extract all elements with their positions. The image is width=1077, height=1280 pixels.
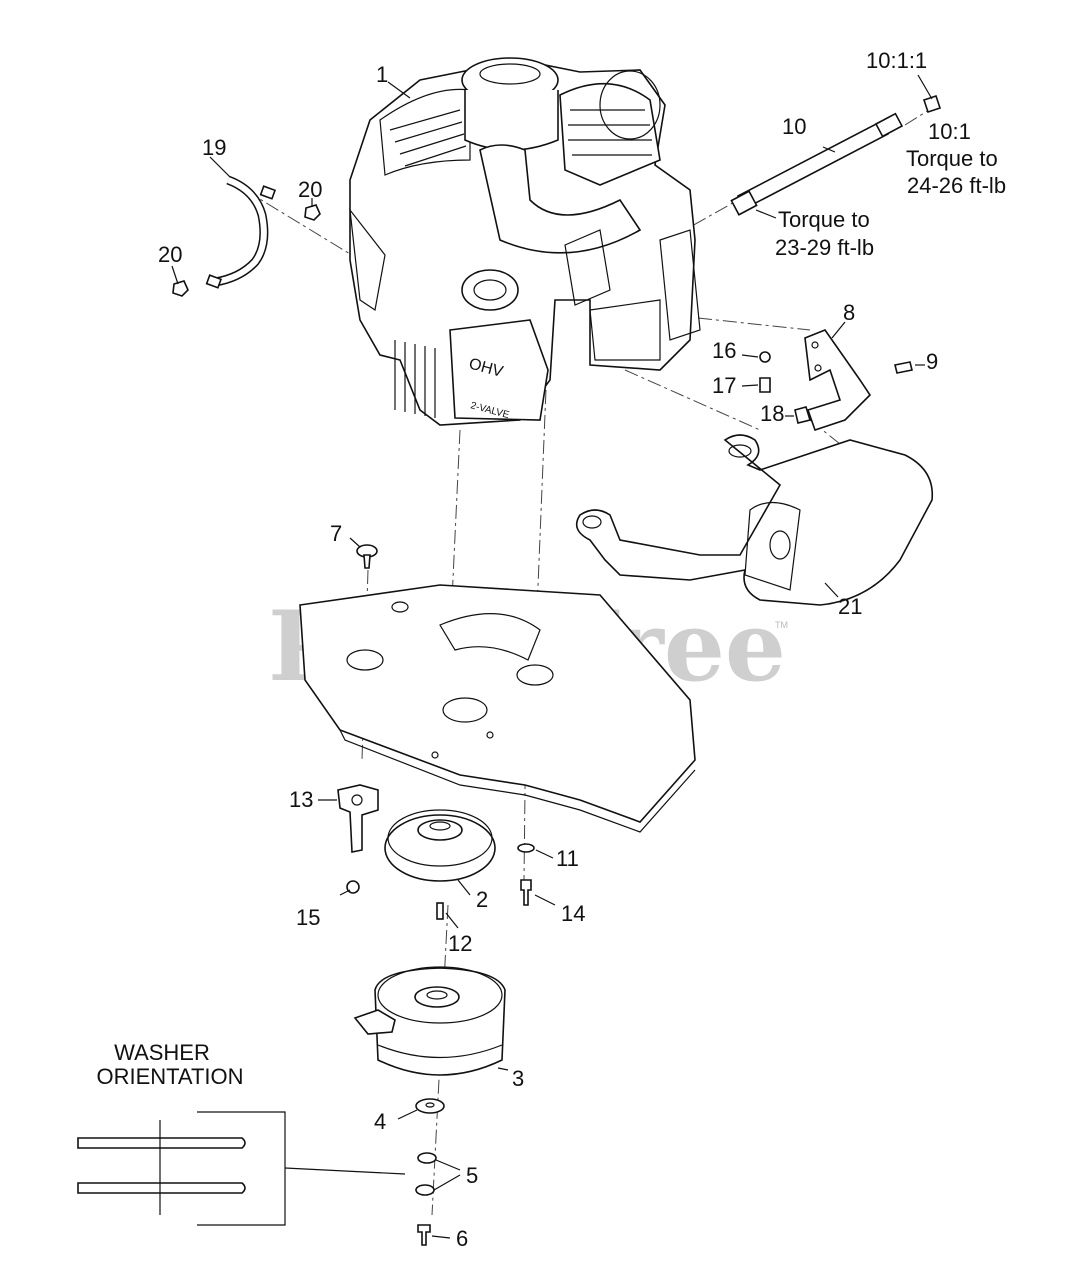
callout-20-upper: 20 xyxy=(298,177,322,202)
hose-clamp-upper xyxy=(304,204,321,221)
callout-10-1: 10:1 xyxy=(928,119,971,144)
fuel-line xyxy=(205,175,277,289)
callout-16: 16 xyxy=(712,338,736,363)
clutch-stop-bracket xyxy=(337,784,379,853)
nut-16 xyxy=(759,351,771,363)
callout-6: 6 xyxy=(456,1226,468,1251)
pto-clutch xyxy=(353,966,506,1076)
washer-orientation-title-line1: WASHER xyxy=(114,1040,210,1065)
bolt-14 xyxy=(520,879,532,906)
hose-clamp-lower xyxy=(172,280,189,297)
engine-deck xyxy=(299,584,696,833)
torque-notes: Torque to 24-26 ft-lb Torque to 23-29 ft… xyxy=(775,146,1006,260)
exhaust-tube xyxy=(730,94,942,216)
callout-15: 15 xyxy=(296,905,320,930)
washer-orientation-detail: WASHER ORIENTATION xyxy=(77,1040,406,1226)
callout-18: 18 xyxy=(760,401,784,426)
washer-4 xyxy=(415,1098,445,1114)
callout-7: 7 xyxy=(330,521,342,546)
pulley xyxy=(384,809,496,882)
screw-9 xyxy=(894,361,913,374)
spring-washer-upper xyxy=(417,1152,437,1164)
callout-9: 9 xyxy=(926,349,938,374)
torque-note-10-line1: Torque to xyxy=(778,207,870,232)
callout-4: 4 xyxy=(374,1109,386,1134)
callout-21: 21 xyxy=(838,594,862,619)
callout-2: 2 xyxy=(476,887,488,912)
washer-11 xyxy=(517,843,535,853)
torque-note-10-line2: 23-29 ft-lb xyxy=(775,235,874,260)
bolt-17 xyxy=(759,377,771,393)
carriage-bolt-7 xyxy=(356,544,378,569)
callout-10-1-1: 10:1:1 xyxy=(866,48,927,73)
lock-nut-18 xyxy=(794,406,812,424)
leader-lines xyxy=(171,74,933,1239)
muffler-bracket xyxy=(804,329,872,432)
key-12 xyxy=(436,902,444,920)
washer-orientation-title-line2: ORIENTATION xyxy=(96,1064,243,1089)
muffler xyxy=(575,434,934,606)
spring-washer-lower xyxy=(415,1184,435,1196)
callout-10: 10 xyxy=(782,114,806,139)
callout-20-lower: 20 xyxy=(158,242,182,267)
watermark-trademark: TM xyxy=(775,620,788,630)
callout-1: 1 xyxy=(376,62,388,87)
callout-14: 14 xyxy=(561,901,585,926)
torque-note-10-1-line2: 24-26 ft-lb xyxy=(907,173,1006,198)
callout-11: 11 xyxy=(556,846,579,871)
callout-8: 8 xyxy=(843,300,855,325)
callout-labels: 1 2 3 4 5 6 7 8 9 10 10:1 10:1:1 11 12 1… xyxy=(158,48,971,1251)
callout-19: 19 xyxy=(202,135,226,160)
bolt-6 xyxy=(417,1224,431,1246)
torque-note-10-1-line1: Torque to xyxy=(906,146,998,171)
callout-13: 13 xyxy=(289,787,313,812)
callout-5: 5 xyxy=(466,1163,478,1188)
callout-12: 12 xyxy=(448,931,472,956)
engine: OHV 2-VALVE xyxy=(349,57,701,426)
callout-3: 3 xyxy=(512,1066,524,1091)
callout-17: 17 xyxy=(712,373,736,398)
